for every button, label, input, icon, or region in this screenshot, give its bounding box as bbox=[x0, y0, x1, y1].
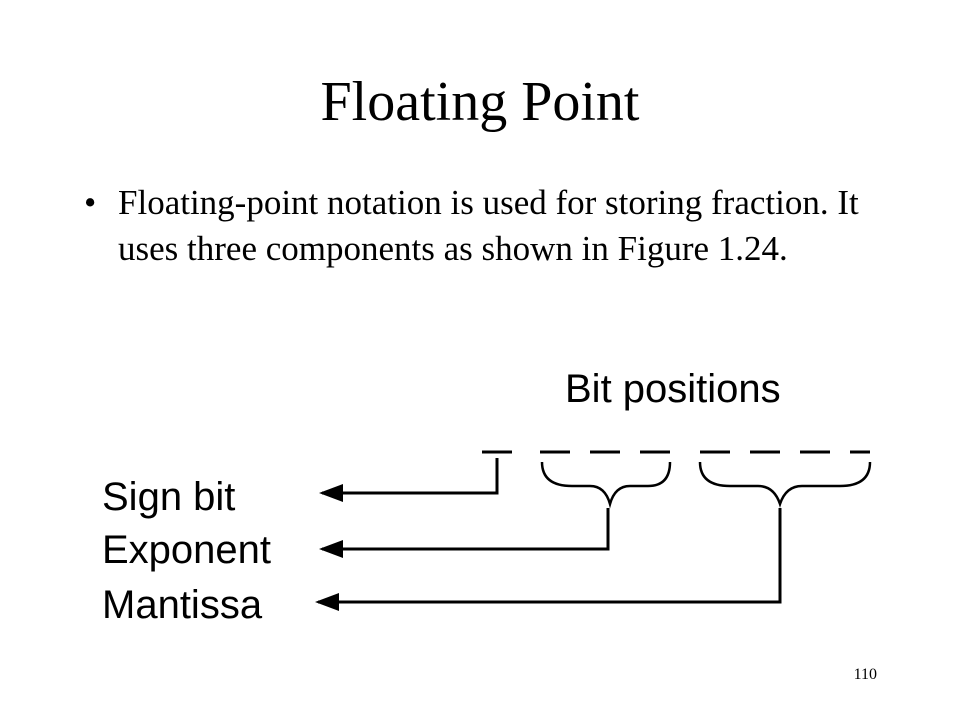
sign-bit-label: Sign bit bbox=[102, 475, 235, 519]
mantissa-label: Mantissa bbox=[102, 583, 263, 627]
bit-positions-label: Bit positions bbox=[565, 367, 781, 411]
bullet-item: • Floating-point notation is used for st… bbox=[84, 180, 884, 272]
mantissa-arrow bbox=[315, 508, 782, 611]
slide-title: Floating Point bbox=[320, 71, 640, 133]
diagram-svg: Bit positions Sign bit Expon bbox=[102, 367, 872, 627]
floating-point-diagram: Bit positions Sign bit Expon bbox=[90, 350, 890, 640]
page-number: 110 bbox=[853, 666, 877, 683]
exponent-arrow bbox=[319, 508, 610, 558]
mantissa-brace bbox=[698, 461, 872, 508]
exponent-label: Exponent bbox=[102, 528, 271, 572]
sign-bit-arrow bbox=[319, 458, 499, 502]
bullet-list: • Floating-point notation is used for st… bbox=[84, 180, 884, 272]
bullet-text: Floating-point notation is used for stor… bbox=[118, 183, 859, 268]
exponent-brace bbox=[540, 461, 672, 509]
bullet-dot: • bbox=[84, 183, 97, 222]
